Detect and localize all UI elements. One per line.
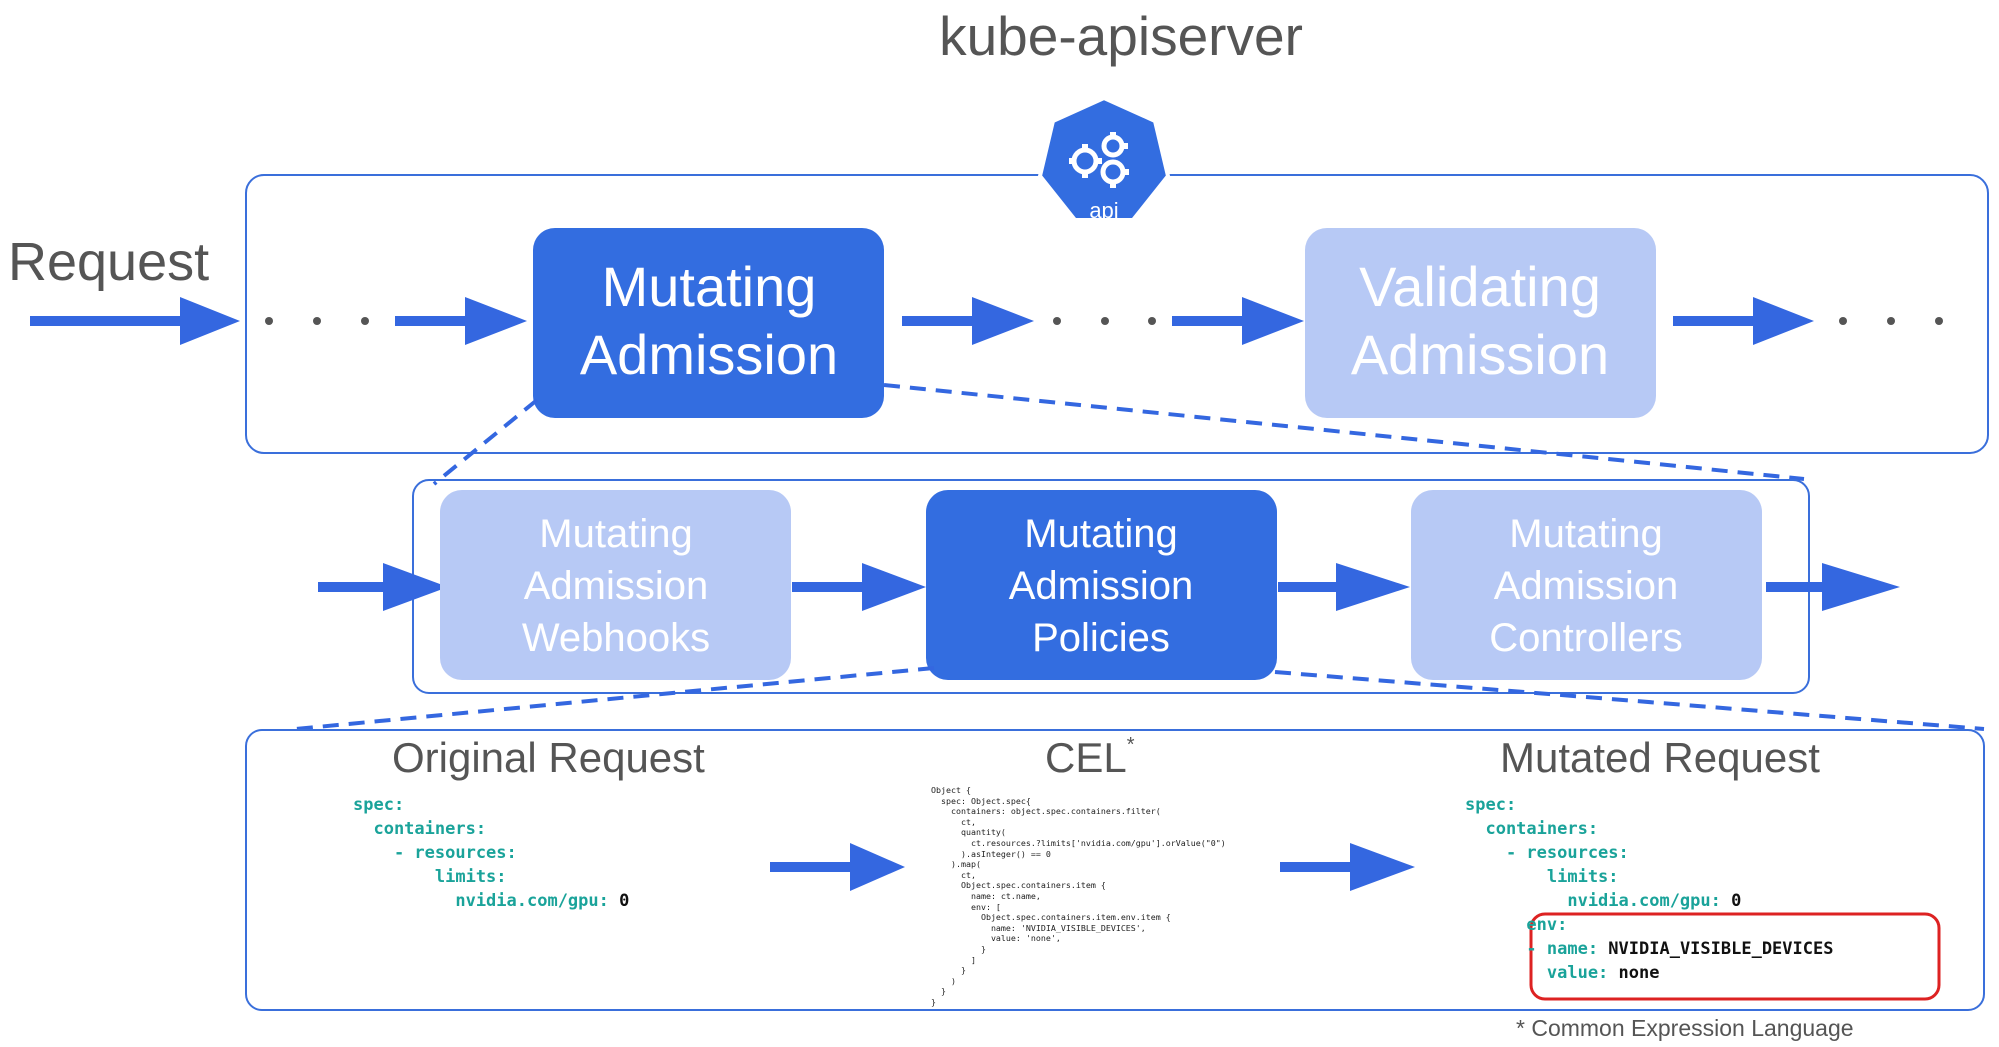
webhooks-line2: Admission <box>524 564 709 608</box>
mutated_yaml-line: spec: <box>1465 793 1833 817</box>
original_yaml-line: limits: <box>353 865 629 889</box>
api-logo-label: api <box>1089 198 1118 223</box>
mutated_yaml-line: limits: <box>1465 865 1833 889</box>
cel-title: CEL <box>1045 734 1127 781</box>
controllers-line1: Mutating <box>1509 512 1662 556</box>
controllers-line2: Admission <box>1494 564 1679 608</box>
zoom-lines-middle <box>295 666 1985 731</box>
yaml-key: value: <box>1465 963 1609 983</box>
yaml-key: - name: <box>1465 939 1599 959</box>
mutated_yaml-line: - name: NVIDIA_VISIBLE_DEVICES <box>1465 937 1833 961</box>
zoom-lines-top <box>432 383 1805 486</box>
cel-footnote: * Common Expression Language <box>1516 1015 1854 1041</box>
controllers-line3: Controllers <box>1489 616 1682 660</box>
policies-line2: Admission <box>1009 564 1194 608</box>
yaml-key: - resources: <box>353 843 517 863</box>
yaml-key: containers: <box>1465 819 1599 839</box>
original_yaml-line: - resources: <box>353 841 629 865</box>
policies-line1: Mutating <box>1024 512 1177 556</box>
yaml-key: limits: <box>353 867 507 887</box>
mutating-admission-line2: Admission <box>580 323 838 386</box>
original-request-title: Original Request <box>392 734 705 781</box>
yaml-key: limits: <box>1465 867 1619 887</box>
validating-admission-line1: Validating <box>1359 255 1601 318</box>
yaml-key: env: <box>1465 915 1568 935</box>
mutated_yaml-line: containers: <box>1465 817 1833 841</box>
mutating-admission-line1: Mutating <box>602 255 817 318</box>
yaml-value: NVIDIA_VISIBLE_DEVICES <box>1598 939 1834 959</box>
mutating-admission-webhooks-box: Mutating Admission Webhooks <box>440 490 791 680</box>
bottom-row-arrows <box>770 843 1415 891</box>
yaml-key: spec: <box>1465 795 1517 815</box>
mutating-admission-box: Mutating Admission <box>533 228 884 418</box>
middle-row-arrows <box>318 563 1900 611</box>
mutated_yaml-line: - resources: <box>1465 841 1833 865</box>
kubernetes-api-logo: api <box>1037 95 1171 223</box>
yaml-key: - resources: <box>1465 843 1629 863</box>
cel-footnote-marker: * <box>1126 734 1135 756</box>
original_yaml-line: nvidia.com/gpu: 0 <box>353 889 629 913</box>
validating-admission-box: Validating Admission <box>1305 228 1656 418</box>
apiserver-title: kube-apiserver <box>939 5 1303 67</box>
mutating-admission-policies-box: Mutating Admission Policies <box>926 490 1277 680</box>
original_yaml-line: spec: <box>353 793 629 817</box>
mutated-request-yaml: spec: containers: - resources: limits: n… <box>1465 793 1833 985</box>
mutated_yaml-line: env: <box>1465 913 1833 937</box>
top-row-arrows <box>30 297 1814 345</box>
mutated_yaml-line: nvidia.com/gpu: 0 <box>1465 889 1833 913</box>
webhooks-line1: Mutating <box>539 512 692 556</box>
cel-expression-code: Object { spec: Object.spec{ containers: … <box>931 785 1226 1007</box>
yaml-value: 0 <box>1720 891 1742 911</box>
validating-admission-line2: Admission <box>1351 323 1609 386</box>
yaml-key: nvidia.com/gpu: <box>1465 891 1721 911</box>
mutating-admission-controllers-box: Mutating Admission Controllers <box>1411 490 1762 680</box>
mutated-request-title: Mutated Request <box>1500 734 1820 781</box>
original_yaml-line: containers: <box>353 817 629 841</box>
env-highlight-box <box>1529 912 1941 1001</box>
original-request-yaml: spec: containers: - resources: limits: n… <box>353 793 629 913</box>
yaml-value: none <box>1608 963 1660 983</box>
yaml-value: 0 <box>608 891 630 911</box>
mutated_yaml-line: value: none <box>1465 961 1833 985</box>
yaml-key: nvidia.com/gpu: <box>353 891 609 911</box>
yaml-key: containers: <box>353 819 487 839</box>
ellipsis-dots <box>265 317 1943 325</box>
policies-line3: Policies <box>1032 616 1170 660</box>
cel-detail-container <box>245 729 1985 1011</box>
yaml-key: spec: <box>353 795 405 815</box>
request-label: Request <box>8 232 209 292</box>
cel-title-wrap: CEL* <box>1045 734 1135 782</box>
webhooks-line3: Webhooks <box>522 616 710 660</box>
